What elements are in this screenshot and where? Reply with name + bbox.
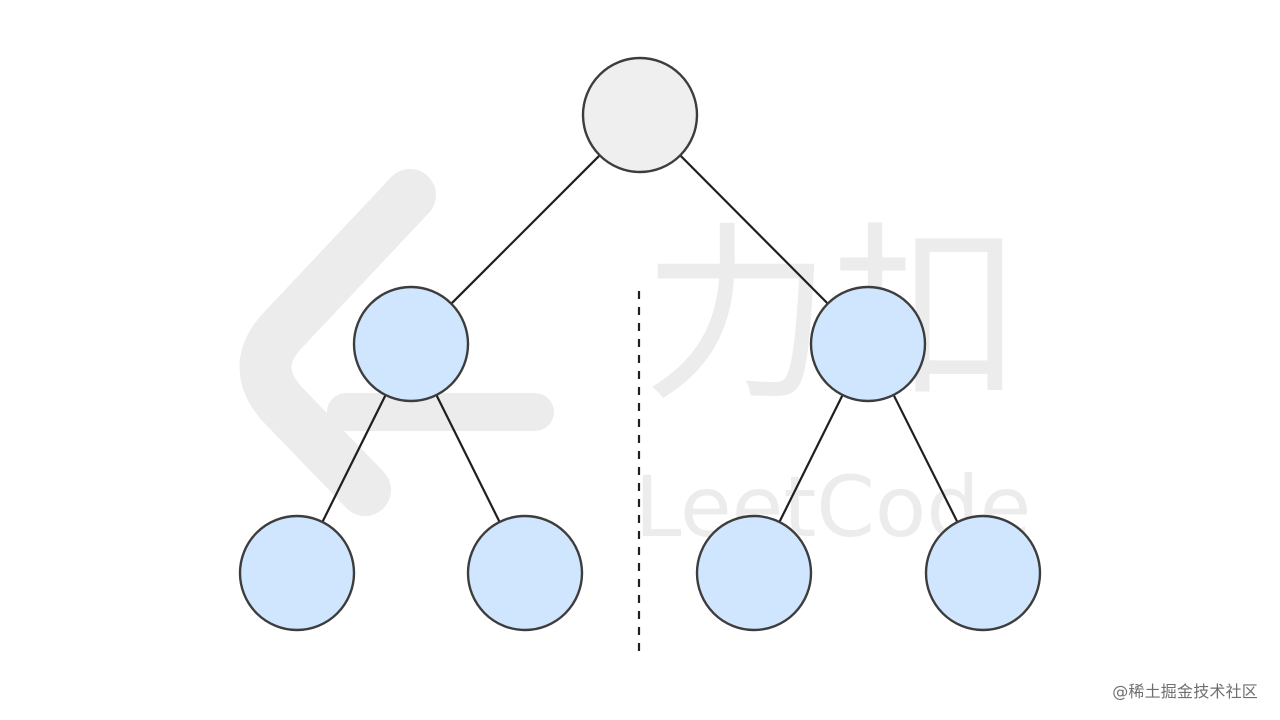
tree-nodes bbox=[238, 56, 1042, 632]
tree-edge-root-to-left bbox=[450, 154, 601, 305]
leetcode-watermark: 力扣 LeetCode bbox=[239, 169, 1031, 556]
tree-edge-root-to-right bbox=[679, 154, 829, 305]
attribution-text: @稀土掘金技术社区 bbox=[1112, 682, 1258, 701]
tree-node-right-right bbox=[924, 514, 1042, 632]
tree-node-left-left bbox=[238, 514, 356, 632]
tree-edges bbox=[321, 154, 959, 524]
tree-edge-right-to-right-left bbox=[778, 393, 844, 524]
tree-node-left-right bbox=[466, 514, 584, 632]
tree-node-right bbox=[809, 285, 927, 403]
tree-node-root bbox=[581, 56, 699, 174]
tree-edge-right-to-right-right bbox=[892, 393, 959, 524]
tree-edge-left-to-left-right bbox=[435, 393, 501, 524]
tree-node-right-left bbox=[695, 514, 813, 632]
tree-node-left bbox=[352, 285, 470, 403]
tree-edge-left-to-left-left bbox=[321, 393, 387, 524]
